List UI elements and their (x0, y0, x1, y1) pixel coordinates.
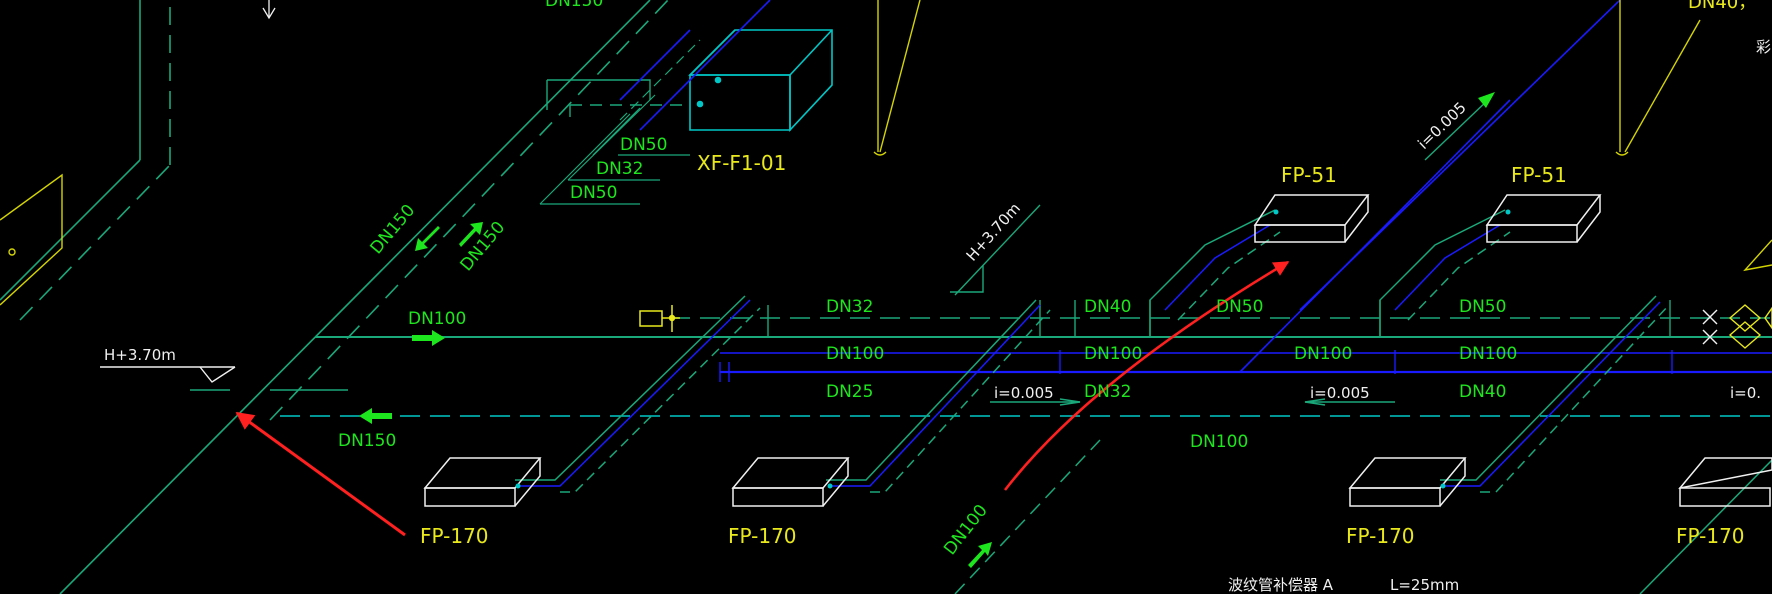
pipe-label-lower-dn150: DN150 (338, 431, 396, 451)
valve-symbol[interactable] (639, 305, 680, 332)
pipe-label-seg-dn100-d: DN100 (1459, 344, 1517, 364)
pipe-label-seg-dn100-a: DN100 (826, 344, 884, 364)
pipe-label-seg-dn100-b: DN100 (1084, 344, 1142, 364)
branch-pipes-fp51 (1149, 209, 1511, 338)
pipe-label-seg-dn32: DN32 (826, 297, 873, 317)
slope-label-right-cut: i=0. (1730, 384, 1761, 402)
note-compensator: 波纹管补偿器 A (1228, 576, 1334, 594)
equipment-label-fp51-2: FP-51 (1511, 163, 1567, 187)
yellow-leader-lines (0, 0, 1772, 306)
slope-label-mid-2: i=0.005 (1310, 384, 1370, 402)
equipment-label-fp170-1: FP-170 (420, 524, 489, 548)
flow-arrows (359, 92, 1495, 568)
pipe-label-main-dn100-left: DN100 (408, 309, 466, 329)
north-arrow-icon (262, 0, 276, 20)
pipe-label-seg-dn50-b: DN50 (1459, 297, 1506, 317)
pipe-label-seg-dn40: DN40 (1084, 297, 1131, 317)
pipe-label-seg-dn50-a: DN50 (1216, 297, 1263, 317)
pipe-label-seg-dn100-low: DN100 (1190, 432, 1248, 452)
elevation-marker-left (100, 366, 236, 391)
pipe-label-xf-dn32: DN32 (596, 159, 643, 179)
pipe-label-riser-dn150-right: DN150 (457, 218, 510, 275)
equipment-label-xf-f1-01: XF-F1-01 (697, 151, 786, 175)
pipe-label-seg-dn100-c: DN100 (1294, 344, 1352, 364)
fan-coil-fp170-4[interactable] (1678, 457, 1772, 507)
fan-coil-fp170-1[interactable] (423, 457, 542, 507)
xf-branch-pipes (539, 29, 701, 205)
fan-coil-fp170-3[interactable] (1348, 457, 1467, 507)
pipe-label-xf-dn50-b: DN50 (570, 183, 617, 203)
riser-pipes-left (0, 0, 669, 594)
main-horizontal-pipes (270, 317, 1772, 417)
fan-coil-fp51-1[interactable] (1253, 194, 1370, 243)
slope-arrows (990, 97, 1491, 406)
equipment-label-fp170-3: FP-170 (1346, 524, 1415, 548)
pipe-label-seg-dn25: DN25 (826, 382, 873, 402)
note-length: L=25mm (1390, 576, 1459, 594)
equipment-label-fp170-2: FP-170 (728, 524, 797, 548)
equipment-label-fp51-1: FP-51 (1281, 163, 1337, 187)
slope-label-mid-1: i=0.005 (994, 384, 1054, 402)
pipe-label-seg-dn32-low: DN32 (1084, 382, 1131, 402)
air-unit-xf-f1-01[interactable] (688, 29, 833, 133)
elevation-marker-mid (950, 204, 1041, 296)
equipment-label-fp170-4: FP-170 (1676, 524, 1745, 548)
pipe-label-seg-dn40-low: DN40 (1459, 382, 1506, 402)
branch-pipes-fp170 (515, 295, 1772, 594)
compensator-x-marks (1702, 309, 1718, 345)
elevation-label-left: H+3.70m (104, 346, 176, 364)
red-annotation-arrows (235, 260, 1290, 537)
note-right-edge-glyph: 彩 (1756, 38, 1771, 56)
pipe-label-top-cut: DN150 (545, 0, 603, 11)
upper-diagonal-pipes (639, 0, 1621, 373)
pipe-label-top-right-cut: DN40， (1688, 0, 1756, 13)
fan-coil-fp170-2[interactable] (731, 457, 850, 507)
pipe-label-riser-dn150-left: DN150 (367, 201, 420, 258)
pipe-label-xf-dn50-a: DN50 (620, 135, 667, 155)
fan-coil-fp51-2[interactable] (1485, 194, 1602, 243)
compensator-diamonds (1728, 304, 1772, 349)
